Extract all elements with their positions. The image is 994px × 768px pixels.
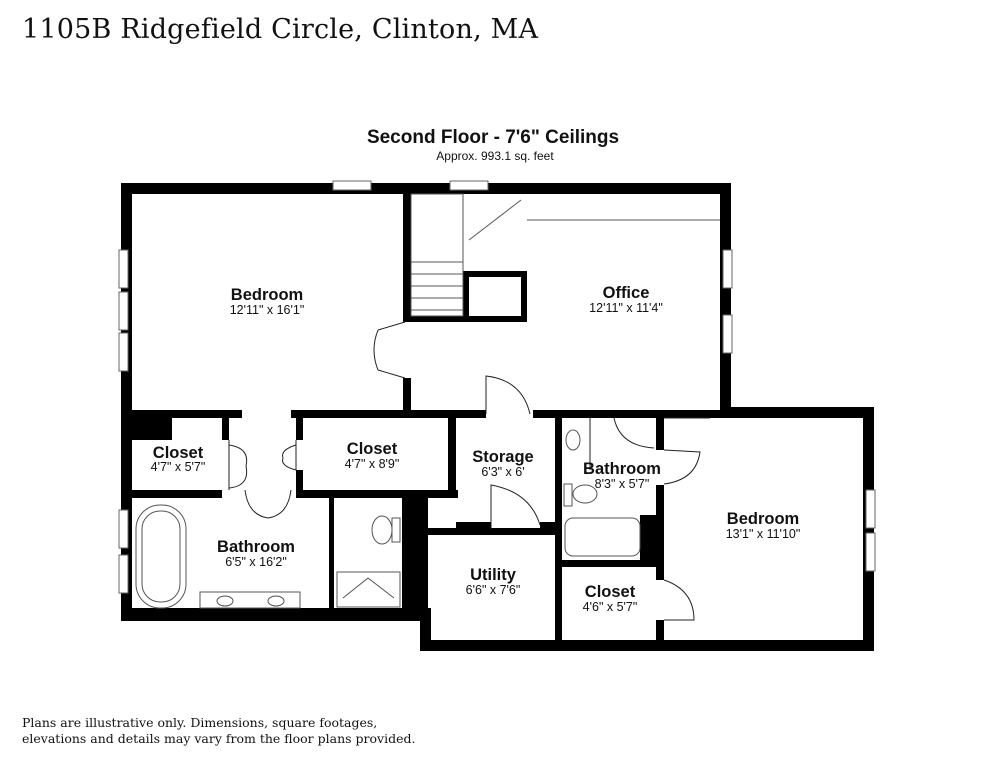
room-name: Bedroom bbox=[727, 510, 799, 528]
room-name: Bathroom bbox=[217, 538, 295, 556]
room-dimensions: 6'6" x 7'6" bbox=[466, 583, 521, 597]
interior-walls bbox=[132, 194, 723, 645]
room-dimensions: 13'1" x 11'10" bbox=[726, 527, 801, 541]
room-labels: Bedroom 12'11" x 16'1" Office 12'11" x 1… bbox=[151, 284, 801, 614]
room-name: Bedroom bbox=[231, 286, 303, 304]
room-name: Closet bbox=[153, 444, 204, 462]
room-name: Closet bbox=[585, 583, 636, 601]
room-name: Closet bbox=[347, 440, 398, 458]
room-dimensions: 6'3" x 6' bbox=[481, 465, 524, 479]
room-dimensions: 4'7" x 8'9" bbox=[345, 457, 400, 471]
room-name: Bathroom bbox=[583, 460, 661, 478]
floor-title: Second Floor - 7'6" Ceilings bbox=[367, 127, 619, 148]
bathroom-fixtures bbox=[135, 429, 641, 609]
room-name: Utility bbox=[470, 566, 517, 584]
floor-area: Approx. 993.1 sq. feet bbox=[436, 149, 554, 163]
staircase bbox=[410, 193, 720, 317]
door-swings bbox=[228, 321, 710, 621]
room-dimensions: 12'11" x 11'4" bbox=[589, 301, 663, 315]
disclaimer-text: Plans are illustrative only. Dimensions,… bbox=[22, 715, 416, 746]
room-name: Office bbox=[603, 284, 650, 302]
room-dimensions: 6'5" x 16'2" bbox=[225, 555, 287, 569]
exterior-walls bbox=[121, 183, 874, 651]
room-name: Storage bbox=[472, 448, 533, 466]
room-dimensions: 8'3" x 5'7" bbox=[595, 477, 650, 491]
property-address: 1105B Ridgefield Circle, Clinton, MA bbox=[22, 14, 539, 45]
room-dimensions: 12'11" x 16'1" bbox=[230, 303, 305, 317]
room-dimensions: 4'6" x 5'7" bbox=[583, 600, 638, 614]
windows bbox=[118, 180, 876, 594]
room-dimensions: 4'7" x 5'7" bbox=[151, 460, 206, 474]
